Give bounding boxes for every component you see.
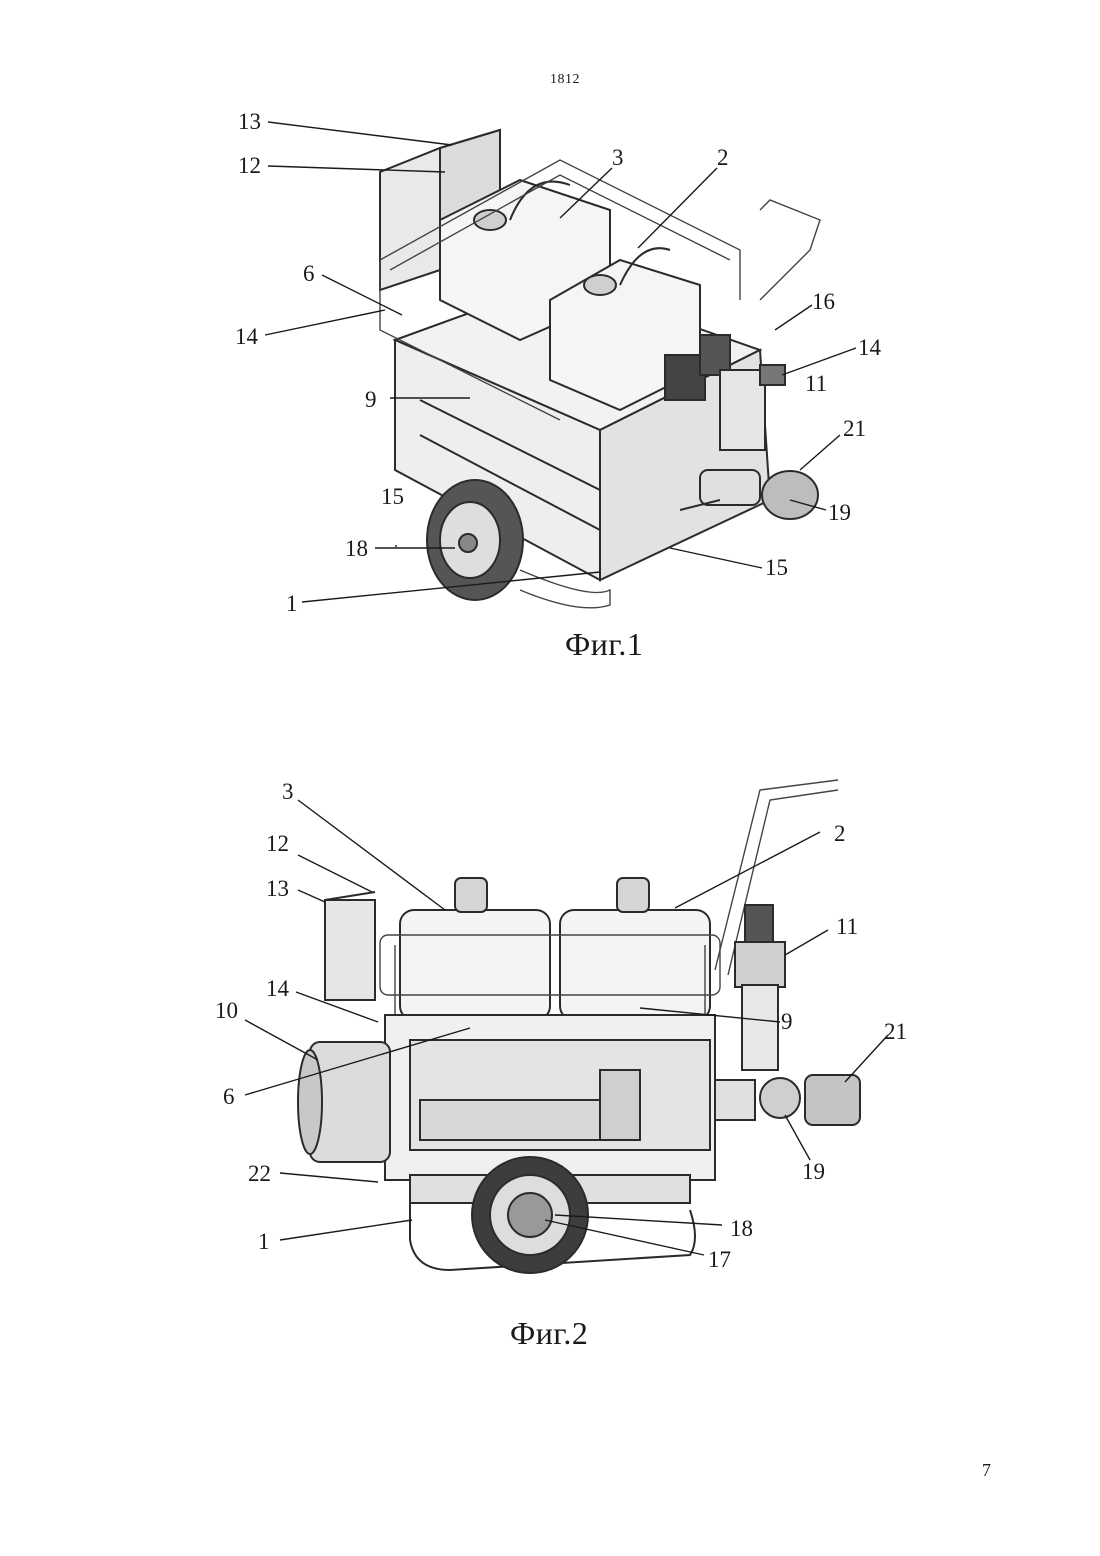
callout-21: 21 xyxy=(884,1020,907,1043)
callout-2: 2 xyxy=(834,822,846,845)
figure-1: 13 12 3 2 6 16 14 14 11 9 21 15 19 18 15… xyxy=(0,100,1100,700)
callout-10: 10 xyxy=(215,999,238,1022)
callout-1: 1 xyxy=(258,1230,270,1253)
page-number: 7 xyxy=(982,1460,991,1481)
callout-9: 9 xyxy=(781,1010,793,1033)
callout-6: 6 xyxy=(223,1085,235,1108)
callout-14-left: 14 xyxy=(235,325,258,348)
callout-11: 11 xyxy=(805,372,827,395)
figure-2-caption: Фиг.2 xyxy=(510,1315,588,1352)
callout-19: 19 xyxy=(828,501,851,524)
callout-14-right: 14 xyxy=(858,336,881,359)
callout-16: 16 xyxy=(812,290,835,313)
callout-18: 18 xyxy=(730,1217,753,1240)
document-number: 1812 xyxy=(0,72,1100,88)
callout-11: 11 xyxy=(836,915,858,938)
callout-3: 3 xyxy=(612,146,624,169)
control-box xyxy=(325,892,375,1000)
tanks xyxy=(400,878,710,1020)
figure-2: 3 2 12 11 13 14 9 10 21 6 19 22 18 1 17 … xyxy=(0,770,1100,1390)
callout-14: 14 xyxy=(266,977,289,1000)
base-and-wheel xyxy=(410,1157,695,1273)
callout-3: 3 xyxy=(282,780,294,803)
callout-17: 17 xyxy=(708,1248,731,1271)
callout-15-right: 15 xyxy=(765,556,788,579)
callout-6: 6 xyxy=(303,262,315,285)
callout-15-left: 15 xyxy=(381,485,404,508)
callout-22: 22 xyxy=(248,1162,271,1185)
cylinder xyxy=(298,1042,390,1162)
outlet-coupling xyxy=(715,1075,860,1125)
figure-1-drawing xyxy=(0,100,1100,700)
callout-12: 12 xyxy=(238,154,261,177)
figure-2-drawing xyxy=(0,770,1100,1390)
callout-18: 18 xyxy=(345,537,368,560)
frame xyxy=(385,1015,715,1180)
callout-12: 12 xyxy=(266,832,289,855)
callout-9: 9 xyxy=(365,388,377,411)
wheel xyxy=(427,480,523,600)
callout-21: 21 xyxy=(843,417,866,440)
valve-filter xyxy=(735,905,785,1070)
callout-1: 1 xyxy=(286,592,298,615)
callout-13: 13 xyxy=(238,110,261,133)
callout-2: 2 xyxy=(717,146,729,169)
figure-1-caption: Фиг.1 xyxy=(565,626,643,663)
callout-13: 13 xyxy=(266,877,289,900)
callout-19: 19 xyxy=(802,1160,825,1183)
